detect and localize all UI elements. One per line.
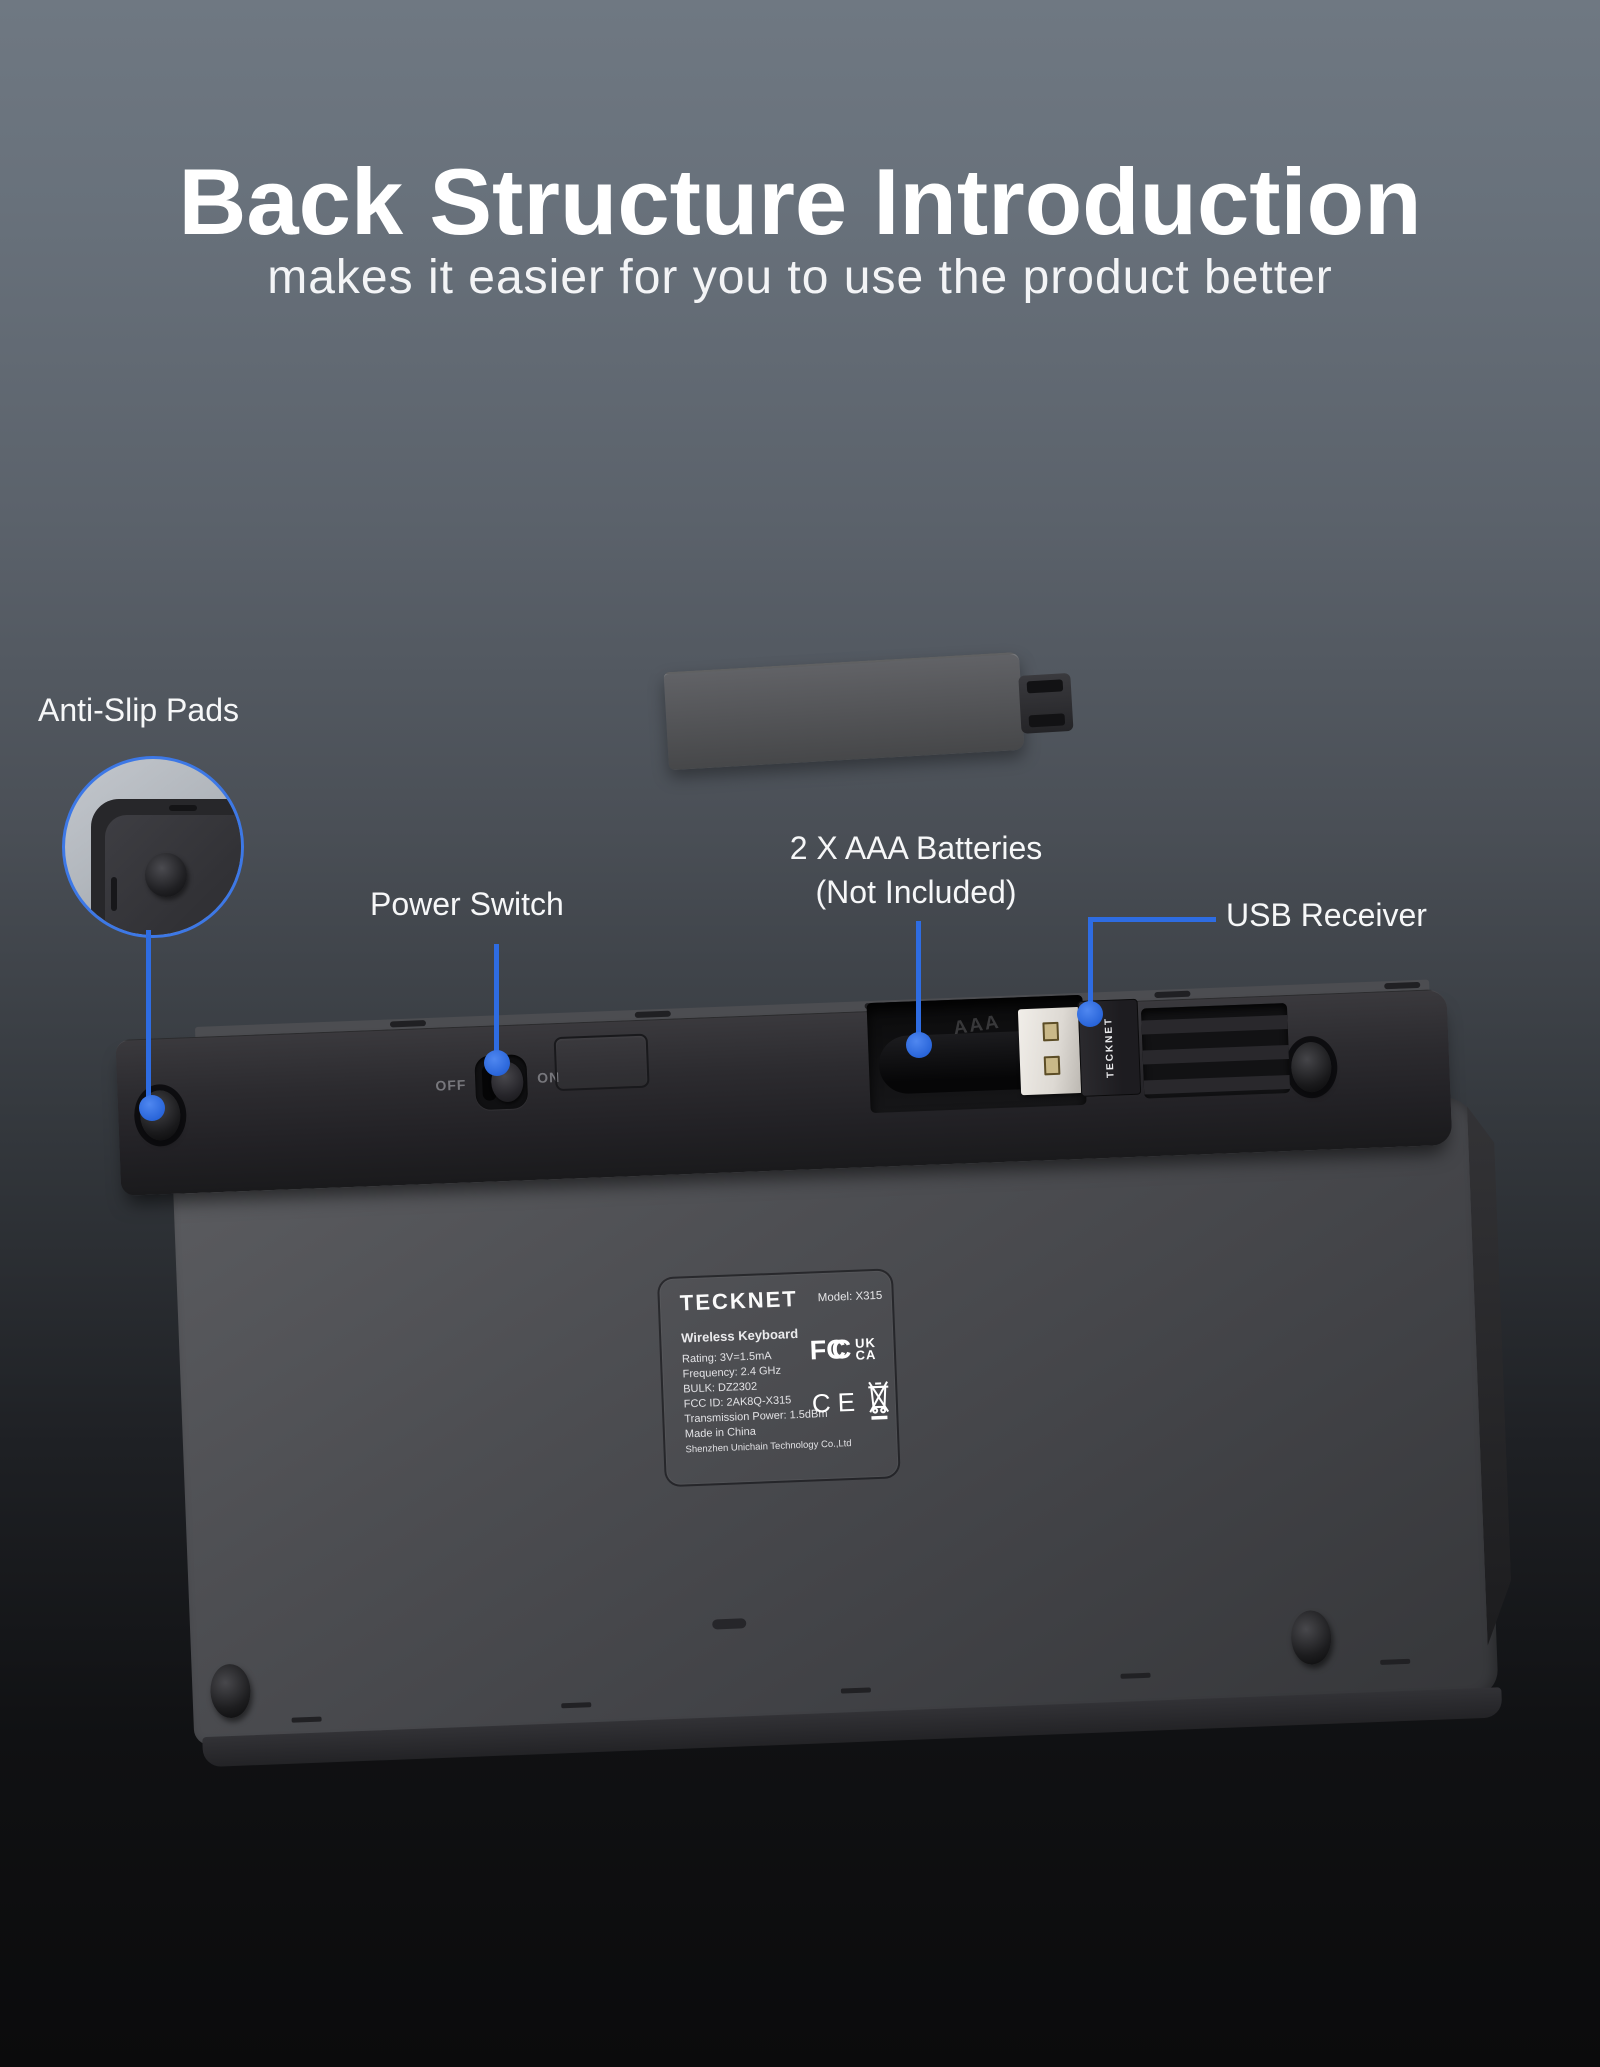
keyboard-back: OFF ON AAA TECKNET <box>115 977 1528 1775</box>
inset-edge-notch <box>169 805 197 811</box>
fcc-icon: F C C <box>809 1334 852 1367</box>
battery-cover <box>663 651 1074 771</box>
usb-contact <box>1042 1021 1060 1042</box>
slot-rib <box>1143 1074 1291 1095</box>
clip-slot <box>1026 679 1064 694</box>
callout-dot-batteries <box>906 1032 932 1058</box>
bottom-notch <box>712 1618 747 1630</box>
fcc-letter: F <box>809 1334 827 1366</box>
callout-line-batteries <box>916 921 921 1035</box>
callout-line-usb-vertical <box>1088 917 1093 1009</box>
label-recess <box>553 1033 650 1092</box>
callout-label-power-switch: Power Switch <box>370 886 564 922</box>
callout-line-power-switch <box>494 944 499 1054</box>
weee-bin-icon <box>863 1376 895 1426</box>
callout-line-usb-horizontal <box>1088 917 1216 922</box>
slot-rib <box>1142 1044 1289 1065</box>
ukca-icon: UK CA <box>855 1335 877 1363</box>
callout-label-usb-receiver: USB Receiver <box>1226 897 1427 933</box>
receiver-storage-slot <box>1140 1002 1291 1099</box>
fcc-letter: C <box>831 1333 852 1365</box>
clip-slot <box>1028 713 1066 728</box>
certification-marks: F C C UK CA <box>809 1333 876 1367</box>
label-product-name: Wireless Keyboard <box>680 1326 799 1346</box>
callout-line-anti-slip <box>146 930 151 1098</box>
page-title: Back Structure Introduction <box>178 149 1422 254</box>
label-brand: TECKNET <box>679 1285 799 1316</box>
ukca-bottom: CA <box>855 1346 877 1363</box>
page-subtitle: makes it easier for you to use the produ… <box>267 251 1333 304</box>
usb-receiver-brand: TECKNET <box>1102 1017 1117 1079</box>
label-model: Model: X315 <box>817 1289 883 1305</box>
callout-label-batteries-line1: 2 X AAA Batteries <box>789 830 1043 866</box>
callout-dot-anti-slip <box>139 1095 165 1121</box>
switch-off-label: OFF <box>435 1076 467 1094</box>
callout-dot-usb <box>1077 1001 1103 1027</box>
callout-label-batteries: 2 X AAA Batteries (Not Included) <box>740 826 1092 914</box>
callout-label-batteries-line2: (Not Included) <box>815 874 1017 910</box>
ce-icon: CE <box>811 1386 863 1419</box>
regulatory-label: TECKNET Model: X315 Wireless Keyboard Ra… <box>656 1268 901 1488</box>
certification-marks: CE <box>811 1376 895 1428</box>
inset-anti-slip-pad <box>145 853 187 897</box>
callout-dot-power-switch <box>484 1050 510 1076</box>
usb-contact <box>1043 1055 1061 1076</box>
slot-rib <box>1141 1014 1288 1035</box>
callout-label-anti-slip: Anti-Slip Pads <box>38 692 239 728</box>
anti-slip-zoom-inset <box>62 756 244 938</box>
battery-cover-clip <box>1018 672 1074 734</box>
inset-side-dash <box>111 877 117 911</box>
usb-plug <box>1017 1006 1084 1096</box>
